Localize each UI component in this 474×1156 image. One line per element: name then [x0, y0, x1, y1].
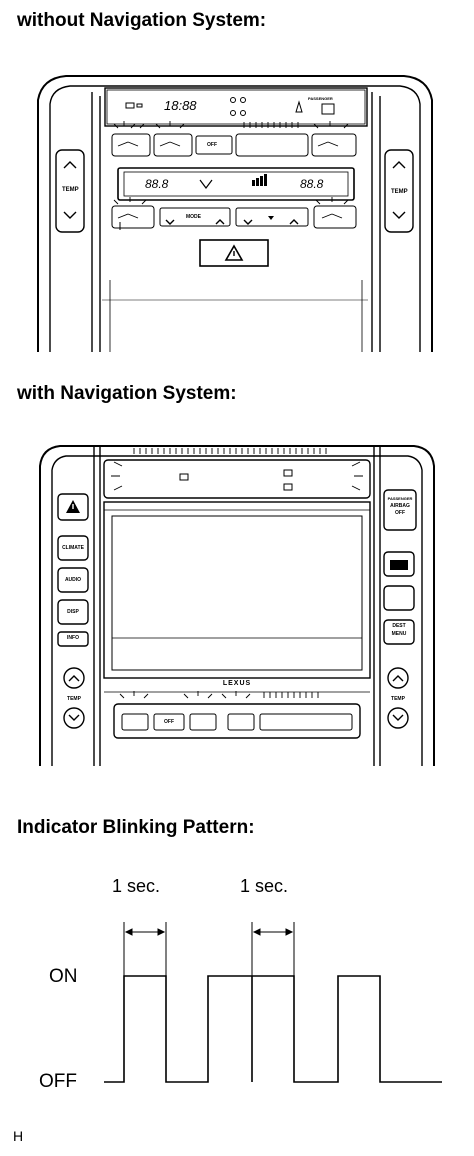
heading-without-nav: without Navigation System: — [17, 10, 267, 31]
temp-label-right: TEMP — [391, 189, 408, 195]
airbag-line-3: OFF — [395, 510, 405, 516]
off-button-label[interactable]: OFF — [207, 142, 217, 148]
control-panel-with-nav — [39, 445, 435, 766]
interval-label-1: 1 sec. — [112, 876, 161, 896]
mode-button-label[interactable]: MODE — [186, 214, 201, 220]
disp-button[interactable]: DISP — [67, 609, 79, 615]
audio-button[interactable]: AUDIO — [64, 577, 82, 583]
state-on-label: ON — [49, 966, 78, 987]
footer-code: H — [13, 1128, 24, 1144]
off-button-label-nav[interactable]: OFF — [164, 719, 174, 725]
state-off-label: OFF — [39, 1071, 77, 1092]
menu-button[interactable]: MENU — [391, 631, 407, 637]
control-panel-without-nav — [37, 75, 433, 352]
dest-button[interactable]: DEST — [392, 623, 406, 629]
blink-waveform — [104, 975, 442, 1083]
interval-arrow-1 — [124, 928, 166, 936]
hazard-triangle-icon[interactable] — [224, 244, 244, 261]
hazard-triangle-icon[interactable] — [66, 500, 80, 513]
display-temp-left: 88.8 — [145, 177, 169, 191]
climate-button[interactable]: CLIMATE — [62, 545, 84, 551]
info-button[interactable]: INFO — [67, 635, 79, 641]
display-temp-right: 88.8 — [300, 177, 324, 191]
interval-arrow-2 — [252, 928, 294, 936]
temp-label-left: TEMP — [62, 187, 79, 193]
clock-readout: 18:88 — [164, 98, 197, 113]
interval-label-2: 1 sec. — [240, 876, 289, 896]
lexus-logo: LEXUS — [222, 680, 252, 687]
airbag-line-2: AIRBAG — [390, 503, 410, 509]
airbag-line-1: PASSENGER — [387, 496, 413, 501]
heading-blink-pattern: Indicator Blinking Pattern: — [17, 817, 255, 838]
temp-label-left-nav: TEMP — [67, 696, 81, 702]
blink-pattern-diagram — [104, 922, 442, 1083]
heading-with-nav: with Navigation System: — [17, 383, 237, 404]
temp-label-right-nav: TEMP — [391, 696, 405, 702]
passenger-indicator-label: PASSENGER — [308, 96, 333, 101]
